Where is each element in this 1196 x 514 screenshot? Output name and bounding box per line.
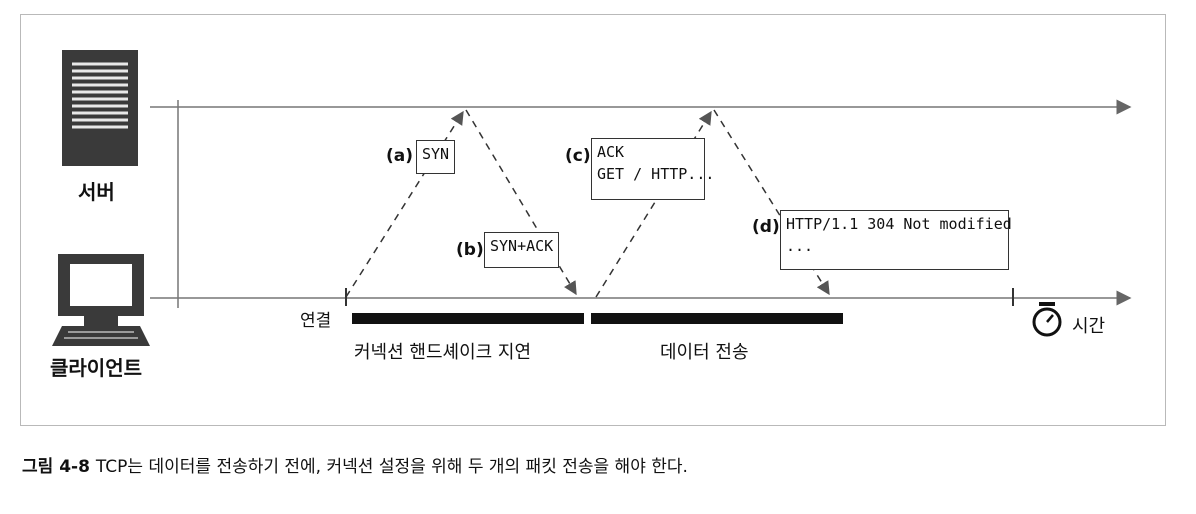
handshake-delay-label: 커넥션 핸드셰이크 지연 — [354, 342, 532, 363]
msg-d-tag: (d) — [752, 217, 780, 237]
data-transfer-bar — [591, 313, 843, 324]
msg-a-box: SYN — [416, 140, 456, 174]
msg-d-box: HTTP/1.1 304 Not modified ... — [780, 210, 1012, 270]
caption-title: 그림 4-8 — [22, 457, 90, 477]
server-label: 서버 — [78, 180, 115, 204]
msg-b-tag: (b) — [456, 240, 484, 260]
time-label: 시간 — [1072, 316, 1106, 337]
response-arrow — [713, 109, 830, 296]
msg-c-box: ACK GET / HTTP... — [591, 138, 714, 200]
stopwatch-icon — [1032, 302, 1062, 337]
server-icon — [62, 50, 138, 166]
caption-text: TCP는 데이터를 전송하기 전에, 커넥션 설정을 위해 두 개의 패킷 전송… — [95, 457, 688, 477]
msg-c-tag: (c) — [565, 146, 591, 166]
data-transfer-label: 데이터 전송 — [660, 342, 749, 363]
client-label: 클라이언트 — [50, 356, 142, 380]
connect-label: 연결 — [300, 311, 332, 331]
msg-a-tag: (a) — [386, 146, 414, 166]
handshake-delay-bar — [352, 313, 584, 324]
syn-ack-arrow — [465, 109, 577, 296]
msg-b-box: SYN+ACK — [484, 232, 560, 268]
computer-icon — [52, 254, 150, 346]
ack-get-arrow — [595, 110, 712, 298]
